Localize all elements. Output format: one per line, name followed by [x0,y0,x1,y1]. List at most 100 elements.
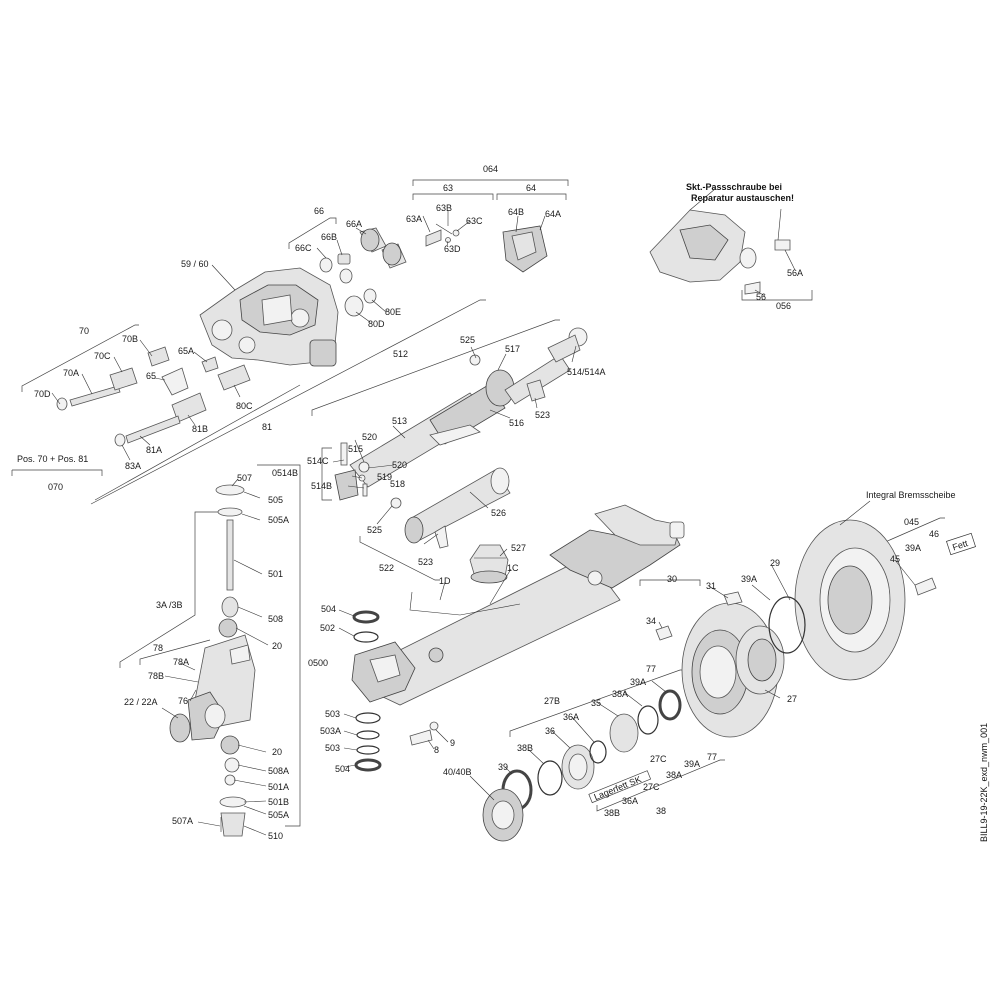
note-pos-sum: Pos. 70 + Pos. 81 [17,454,88,464]
label-501B: 501B [268,797,289,807]
label-63C: 63C [466,216,483,226]
label-525b: 525 [367,525,382,535]
label-70A: 70A [63,368,79,378]
label-0500: 0500 [308,658,328,668]
label-78B: 78B [148,671,164,681]
label-64B: 64B [508,207,524,217]
label-508A: 508A [268,766,289,776]
label-56: 56 [756,292,766,302]
label-70C: 70C [94,351,111,361]
label-29: 29 [770,558,780,568]
label-510: 510 [268,831,283,841]
label-503b: 503 [325,743,340,753]
label-80C: 80C [236,401,253,411]
label-65: 65 [146,371,156,381]
label-81B: 81B [192,424,208,434]
brake-disc [768,519,937,681]
label-517: 517 [505,344,520,354]
label-66: 66 [314,206,324,216]
label-505A: 505A [268,515,289,525]
label-501: 501 [268,569,283,579]
label-505: 505 [268,495,283,505]
label-64A: 64A [545,209,561,219]
label-27B: 27B [544,696,560,706]
leader-lines [51,188,916,836]
label-83A: 83A [125,461,141,471]
label-526: 526 [491,508,506,518]
label-523b: 523 [418,557,433,567]
label-508: 508 [268,614,283,624]
label-70B: 70B [122,334,138,344]
bearings-seals [482,689,682,842]
axle-beam [351,504,685,706]
label-8: 8 [434,745,439,755]
label-63B: 63B [436,203,452,213]
label-520a: 520 [362,432,377,442]
label-39: 39 [498,762,508,772]
label-38A-b: 38A [666,770,682,780]
label-513: 513 [392,416,407,426]
label-0514B: 0514B [272,468,298,478]
steering-knuckle [169,634,256,743]
label-59-60: 59 / 60 [181,259,209,269]
label-38: 38 [656,806,666,816]
label-70: 70 [79,326,89,336]
label-30: 30 [667,574,677,584]
label-78A: 78A [173,657,189,667]
label-77b: 77 [707,752,717,762]
label-80D: 80D [368,319,385,329]
parts-layer [56,209,937,842]
label-39A-a: 39A [905,543,921,553]
label-1C: 1C [507,563,519,573]
label-38A-a: 38A [612,689,628,699]
label-80E: 80E [385,307,401,317]
label-507A: 507A [172,816,193,826]
label-523a: 523 [535,410,550,420]
label-45: 45 [890,554,900,564]
grouping-brackets [11,179,945,827]
label-70D: 70D [34,389,51,399]
brake-cylinder-assembly [334,327,588,501]
label-064: 064 [483,164,498,174]
label-36: 36 [545,726,555,736]
label-39A-d: 39A [684,759,700,769]
label-501A: 501A [268,782,289,792]
label-27C-b: 27C [643,782,660,792]
label-31: 31 [706,581,716,591]
label-39A-b: 39A [741,574,757,584]
label-56A: 56A [787,268,803,278]
label-27C-a: 27C [650,754,667,764]
label-22-22A: 22 / 22A [124,697,158,707]
label-66C: 66C [295,243,312,253]
label-504b: 504 [335,764,350,774]
label-63D: 63D [444,244,461,254]
label-39A-c: 39A [630,677,646,687]
label-516: 516 [509,418,524,428]
label-65A: 65A [178,346,194,356]
label-527: 527 [511,543,526,553]
label-045: 045 [904,517,919,527]
label-070: 070 [48,482,63,492]
label-504a: 504 [321,604,336,614]
label-503a: 503 [325,709,340,719]
label-522: 522 [379,563,394,573]
shim-washers [352,610,439,772]
label-81A: 81A [146,445,162,455]
label-66A: 66A [346,219,362,229]
drawing-reference: BILL9-19-22K_exd_nwm_001 [979,723,989,842]
label-34: 34 [646,616,656,626]
label-66B: 66B [321,232,337,242]
label-81: 81 [262,422,272,432]
label-507: 507 [237,473,252,483]
label-520b: 520 [392,460,407,470]
note-skt-line2: Reparatur austauschen! [691,193,794,203]
label-35: 35 [591,698,601,708]
label-64: 64 [526,183,536,193]
label-63: 63 [443,183,453,193]
label-502: 502 [320,623,335,633]
note-fett: Fett [951,538,969,552]
label-3A3B: 3A /3B [156,600,183,610]
label-20a: 20 [272,641,282,651]
caliper-small-parts [319,223,548,317]
label-514-514A: 514/514A [567,367,606,377]
